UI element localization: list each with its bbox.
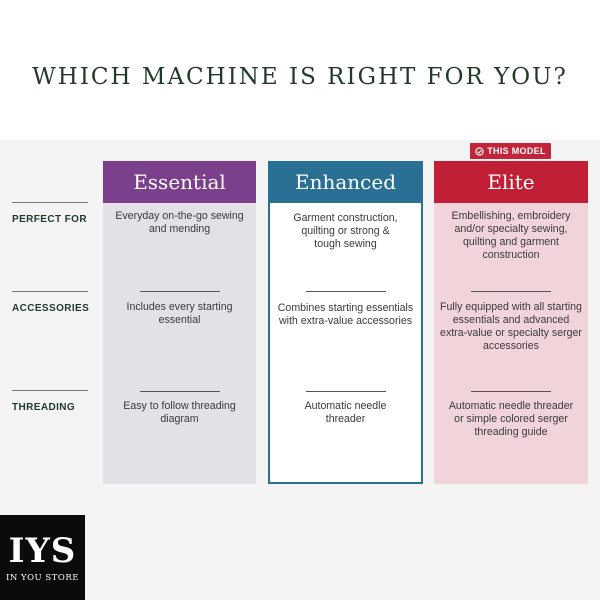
cell-divider: [139, 291, 220, 292]
cell-divider: [471, 391, 551, 392]
logo-mark: IYS: [8, 530, 77, 571]
row-divider: [12, 291, 88, 292]
column-essential: Essential Everyday on-the-go sewing and …: [103, 161, 256, 484]
row-label-perfect-for: PERFECT FOR: [12, 214, 87, 225]
row-label-threading: THREADING: [12, 402, 76, 413]
column-enhanced: Enhanced Garment construction, quilting …: [268, 161, 423, 484]
cell-essential-accessories: Includes every starting essential: [126, 301, 233, 326]
this-model-badge: THIS MODEL: [470, 143, 551, 159]
cell-divider: [471, 291, 551, 292]
header-area: [0, 0, 600, 140]
badge-label: THIS MODEL: [487, 146, 546, 156]
column-header-elite: Elite: [434, 161, 588, 203]
cell-essential-perfect-for: Everyday on-the-go sewing and mending: [115, 210, 244, 235]
cell-enhanced-accessories: Combines starting essentials with extra-…: [277, 302, 414, 327]
row-divider: [12, 390, 88, 391]
cell-elite-threading: Automatic needle threader or simple colo…: [448, 400, 574, 438]
cell-divider: [139, 391, 220, 392]
cell-enhanced-perfect-for: Garment construction, quilting or strong…: [293, 212, 398, 250]
column-elite: Elite Embellishing, embroidery and/or sp…: [434, 161, 588, 484]
cell-elite-accessories: Fully equipped with all starting essenti…: [440, 301, 582, 352]
page-title: WHICH MACHINE IS RIGHT FOR YOU?: [32, 64, 568, 90]
check-circle-icon: [475, 146, 484, 156]
store-logo: IYS IN YOU STORE: [0, 515, 85, 600]
cell-divider: [305, 391, 386, 392]
cell-elite-perfect-for: Embellishing, embroidery and/or specialt…: [451, 210, 571, 261]
cell-divider: [305, 291, 386, 292]
column-header-essential: Essential: [103, 161, 256, 203]
row-divider: [12, 202, 88, 203]
column-header-enhanced: Enhanced: [268, 161, 423, 203]
logo-text: IN YOU STORE: [5, 572, 79, 583]
row-label-accessories: ACCESSORIES: [12, 303, 90, 314]
cell-enhanced-threading: Automatic needle threader: [304, 400, 387, 425]
cell-essential-threading: Easy to follow threading diagram: [123, 400, 236, 425]
